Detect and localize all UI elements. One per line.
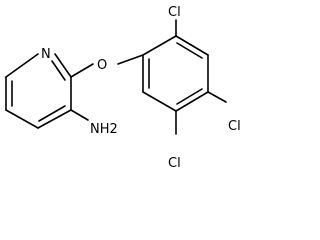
bond-c4-c3-inner [38, 105, 66, 122]
bond-c3-nh2 [70, 109, 89, 121]
atom-label-chlorine-top: Cl [168, 5, 181, 20]
atom-label-ether-oxygen: O [97, 58, 107, 73]
bond-c4p-c5p-inner [176, 88, 203, 105]
bond-c2-o [70, 63, 94, 78]
bond-n1-c6 [5, 53, 39, 78]
trichlorophenyl-ring [142, 35, 209, 112]
bond-c4p-c5p [175, 91, 209, 112]
chemical-structure-diagram: N O NH2 Cl Cl Cl [5, 5, 241, 171]
bond-c4p-cl [207, 91, 227, 103]
atom-label-chlorine-right: Cl [228, 119, 241, 134]
atom-label-ring-nitrogen: N [41, 47, 51, 62]
bond-c1p-c2p [142, 35, 177, 56]
atom-label-amine: NH2 [90, 122, 118, 137]
bond-c5p-c6p [142, 91, 177, 112]
bond-c4-c3 [37, 109, 72, 129]
bond-c2p-c3p [175, 35, 209, 56]
bond-c2p-c3p-inner [176, 42, 203, 59]
bond-c2-n1 [54, 53, 72, 78]
pyridine-ring [5, 53, 72, 129]
bond-o-c1prime [117, 54, 144, 65]
atom-label-chlorine-bottom: Cl [168, 156, 181, 171]
bond-c2-n1-inner [51, 60, 66, 81]
bond-c5-c4 [5, 109, 39, 129]
